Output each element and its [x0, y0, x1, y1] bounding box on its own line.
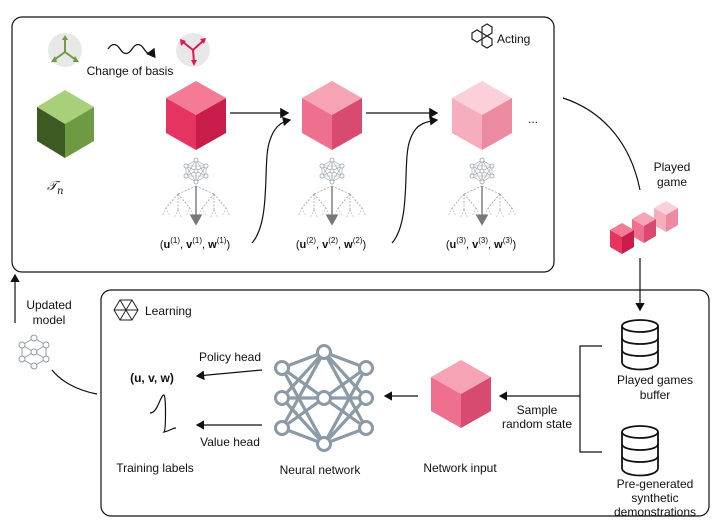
basis-icon-pink — [176, 33, 210, 67]
training-labels: Training labels — [116, 461, 194, 475]
basis-icon-green — [48, 33, 82, 67]
network-input-cube — [431, 360, 491, 428]
state-cube-2 — [302, 81, 362, 150]
arrow-policy-head — [195, 369, 263, 381]
learning-panel — [100, 289, 710, 517]
policy-head-label: Policy head — [199, 350, 261, 364]
value-distribution-icon — [149, 394, 177, 433]
network-input-label: Network input — [423, 461, 497, 475]
played-game-cubes — [610, 201, 678, 254]
state-cube-1 — [166, 81, 226, 150]
triplet-3: (u(3), v(3), w(3)) — [446, 236, 516, 251]
curve-arrow-1 — [251, 116, 292, 244]
learning-to-model-curve — [51, 369, 98, 395]
state-cube-3 — [452, 81, 512, 150]
neural-network-icon — [274, 344, 374, 452]
learning-label: Learning — [145, 304, 192, 318]
ellipsis: ... — [528, 112, 538, 126]
search-tree-2 — [297, 157, 367, 226]
wavy-arrow — [107, 43, 156, 59]
played-games-database-icon — [621, 319, 659, 371]
triplet-1: (u(1), v(1), w(1)) — [160, 236, 230, 251]
search-tree-3 — [447, 157, 517, 226]
tensor-cube — [37, 90, 94, 158]
learning-icon — [113, 299, 139, 321]
acting-icon — [471, 23, 493, 49]
updated-model-net-icon — [18, 334, 50, 370]
change-of-basis-label: Change of basis — [87, 64, 174, 78]
search-tree-1 — [161, 157, 231, 226]
value-head-label: Value head — [200, 435, 260, 449]
triplet-2: (u(2), v(2), w(2)) — [296, 236, 366, 251]
curve-arrow-2 — [391, 116, 439, 244]
neural-network-label: Neural network — [280, 463, 362, 477]
output-uvw: (u, v, w) — [130, 371, 174, 385]
played-game-curve — [562, 97, 641, 191]
sample-bracket — [579, 345, 602, 453]
synthetic-database-icon — [621, 425, 659, 477]
tensor-label: 𝒯n — [47, 179, 63, 197]
acting-label: Acting — [497, 32, 530, 46]
acting-panel — [11, 16, 555, 273]
